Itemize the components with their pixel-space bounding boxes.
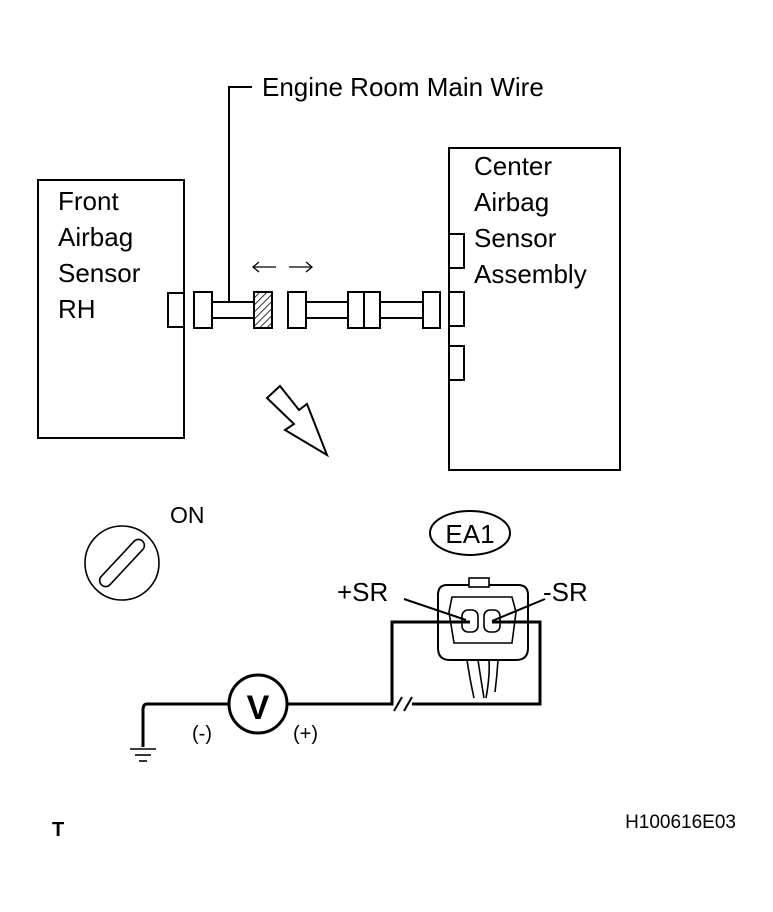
center-sensor-label-line2: Airbag [474, 187, 549, 217]
harness-plug-left [193, 291, 213, 329]
center-sensor-connector-1 [448, 233, 465, 269]
wire-label: Engine Room Main Wire [262, 72, 544, 102]
center-sensor-label-line4: Assembly [474, 259, 587, 289]
pin-plus-label: +SR [337, 577, 388, 607]
meter-negative-label: (-) [192, 723, 212, 745]
figure-id: H100616E03 [625, 812, 736, 833]
connector-code-badge [429, 510, 511, 556]
connector-wire-2 [477, 659, 485, 699]
center-sensor-label-line3: Sensor [474, 223, 557, 253]
pin-plus-leader [403, 598, 467, 621]
center-sensor-box [448, 147, 621, 471]
ignition-on-label: ON [170, 502, 205, 528]
connector-latch [468, 577, 490, 588]
corner-mark: T [52, 819, 64, 841]
front-sensor-box [37, 179, 185, 439]
wire-harness [193, 291, 441, 329]
center-airbag-sensor-assembly: Center Airbag Sensor Assembly [448, 147, 621, 471]
wire-leader-line [228, 86, 252, 302]
connector-code-label: EA1 [445, 519, 494, 549]
voltmeter-icon [227, 673, 289, 735]
wire-break-mark [393, 696, 413, 712]
pin-minus-label: -SR [543, 577, 588, 607]
ground-icon [130, 748, 156, 762]
arrow-left-icon [251, 261, 276, 273]
probe-lead-negative [412, 620, 542, 706]
ignition-key-slot-icon [98, 538, 146, 588]
wire-label-group: Engine Room Main Wire [228, 72, 544, 302]
probe-lead-positive [288, 620, 470, 706]
connector-wire-3 [485, 659, 490, 699]
connector-inner-housing [448, 596, 517, 644]
voltmeter: V (-) (+) [141, 673, 318, 747]
harness-joint-a [347, 291, 365, 329]
harness-connector-mating [287, 291, 307, 329]
front-sensor-label-line2: Airbag [58, 222, 133, 252]
ignition-switch: ON [84, 502, 205, 601]
voltmeter-symbol: V [247, 689, 270, 727]
connector-wire-1 [466, 659, 475, 699]
pin-minus-leader [491, 598, 546, 622]
front-airbag-sensor-rh: Front Airbag Sensor RH [37, 179, 185, 439]
center-sensor-label-line1: Center [474, 151, 552, 181]
arrow-right-icon [289, 261, 314, 273]
connector-wire-4 [494, 659, 499, 693]
ground-lead [141, 702, 148, 747]
connector-ea1: EA1 +SR -SR [337, 510, 588, 699]
front-sensor-label-line4: RH [58, 294, 96, 324]
view-direction-arrow-icon [265, 384, 329, 458]
disconnect-arrows [251, 261, 314, 273]
harness-joint-b [363, 291, 381, 329]
meter-positive-label: (+) [293, 723, 318, 745]
center-sensor-connector-3 [448, 345, 465, 381]
front-sensor-label-line3: Sensor [58, 258, 141, 288]
front-sensor-connector [167, 292, 185, 328]
center-sensor-connector-2 [448, 291, 465, 327]
front-sensor-label-line1: Front [58, 186, 119, 216]
harness-connector-hatched [253, 291, 273, 329]
harness-plug-right [422, 291, 441, 329]
